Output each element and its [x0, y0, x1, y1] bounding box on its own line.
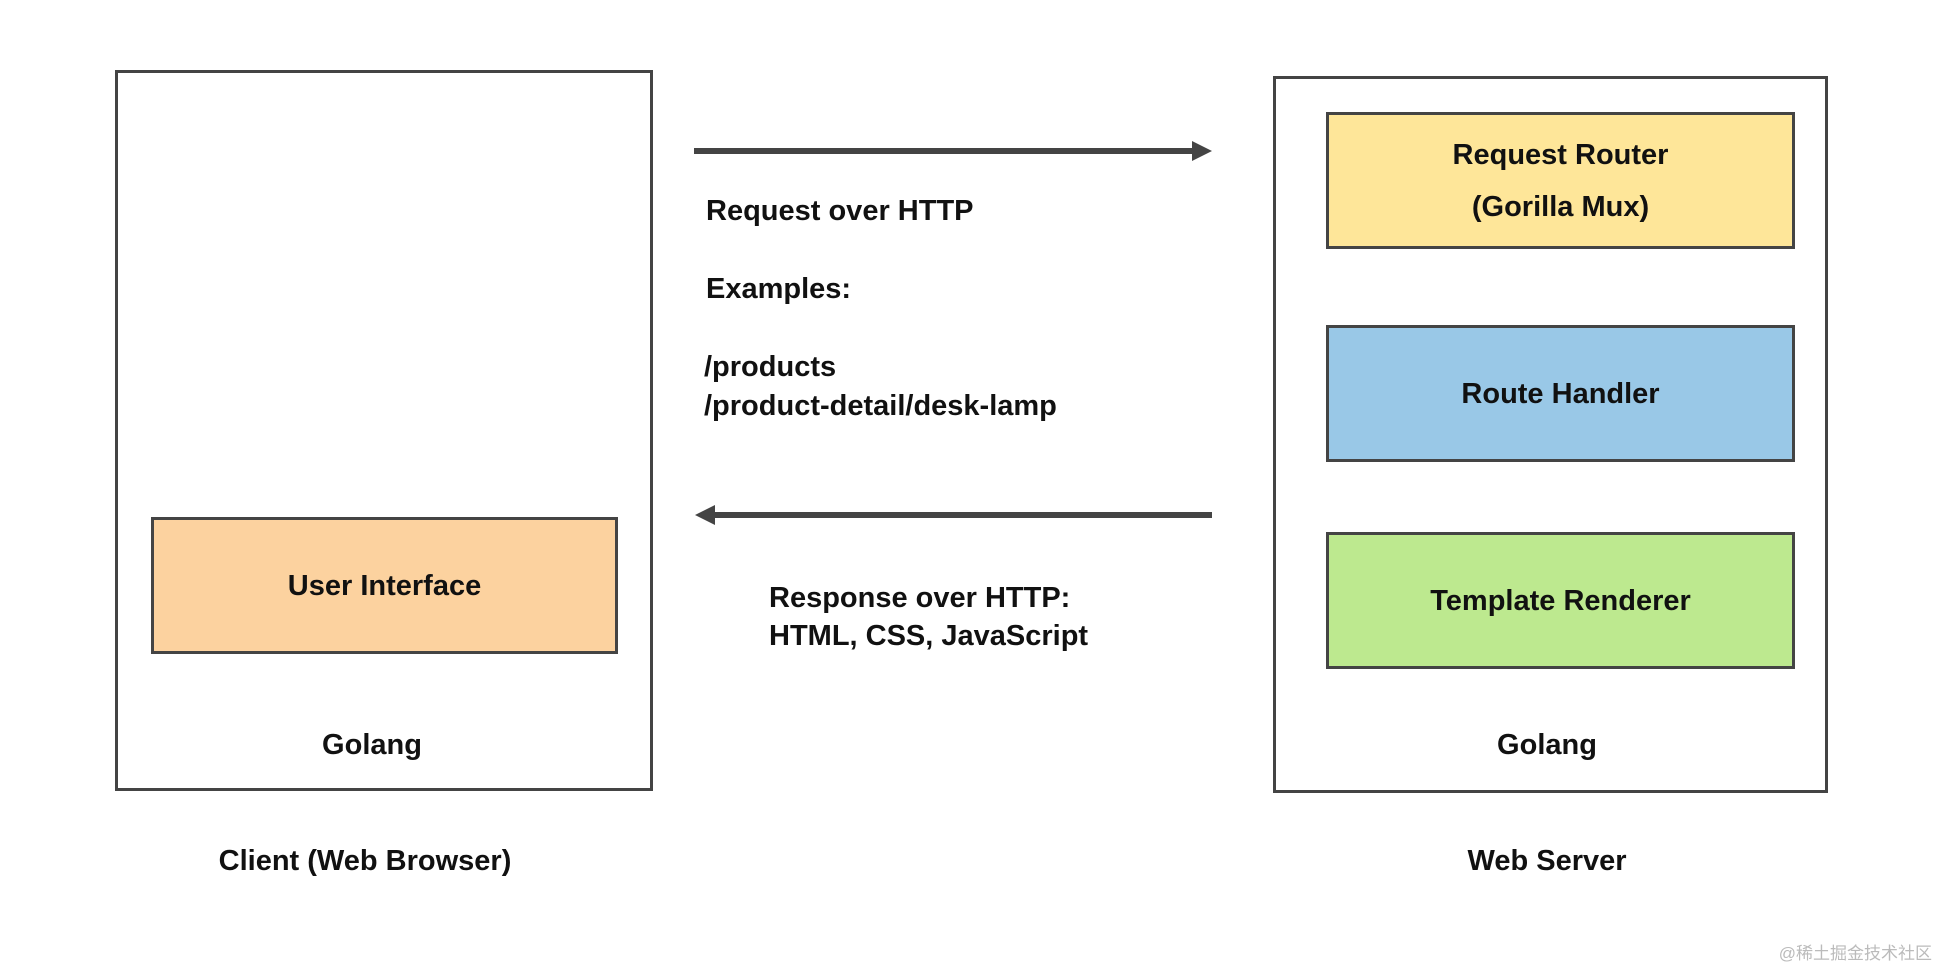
client-language: Golang	[322, 729, 422, 761]
example-path: /products	[704, 351, 837, 383]
route-handler-box: Route Handler	[1326, 325, 1795, 462]
request-router-sublabel: (Gorilla Mux)	[1471, 190, 1650, 223]
template-renderer-box: Template Renderer	[1326, 532, 1795, 669]
example-path: /product-detail/desk-lamp	[704, 390, 1057, 422]
arrow-right-icon	[1192, 141, 1212, 161]
route-handler-label: Route Handler	[1461, 377, 1660, 410]
request-arrow	[694, 148, 1194, 154]
user-interface-box: User Interface	[151, 517, 618, 654]
response-arrow	[714, 512, 1212, 518]
response-title: Response over HTTP:	[769, 582, 1071, 614]
server-box	[1273, 76, 1828, 793]
arrow-left-icon	[695, 505, 715, 525]
request-router-box: Request Router (Gorilla Mux)	[1326, 112, 1795, 249]
examples-label: Examples:	[706, 273, 852, 305]
client-box	[115, 70, 653, 791]
response-content-types: HTML, CSS, JavaScript	[769, 620, 1089, 652]
request-title: Request over HTTP	[706, 195, 974, 227]
server-language: Golang	[1497, 729, 1597, 761]
template-renderer-label: Template Renderer	[1430, 584, 1691, 617]
user-interface-label: User Interface	[287, 569, 482, 602]
client-label: Client (Web Browser)	[218, 845, 512, 877]
request-router-label: Request Router	[1452, 138, 1669, 171]
watermark: @稀土掘金技术社区	[1778, 944, 1932, 963]
server-label: Web Server	[1467, 845, 1627, 877]
